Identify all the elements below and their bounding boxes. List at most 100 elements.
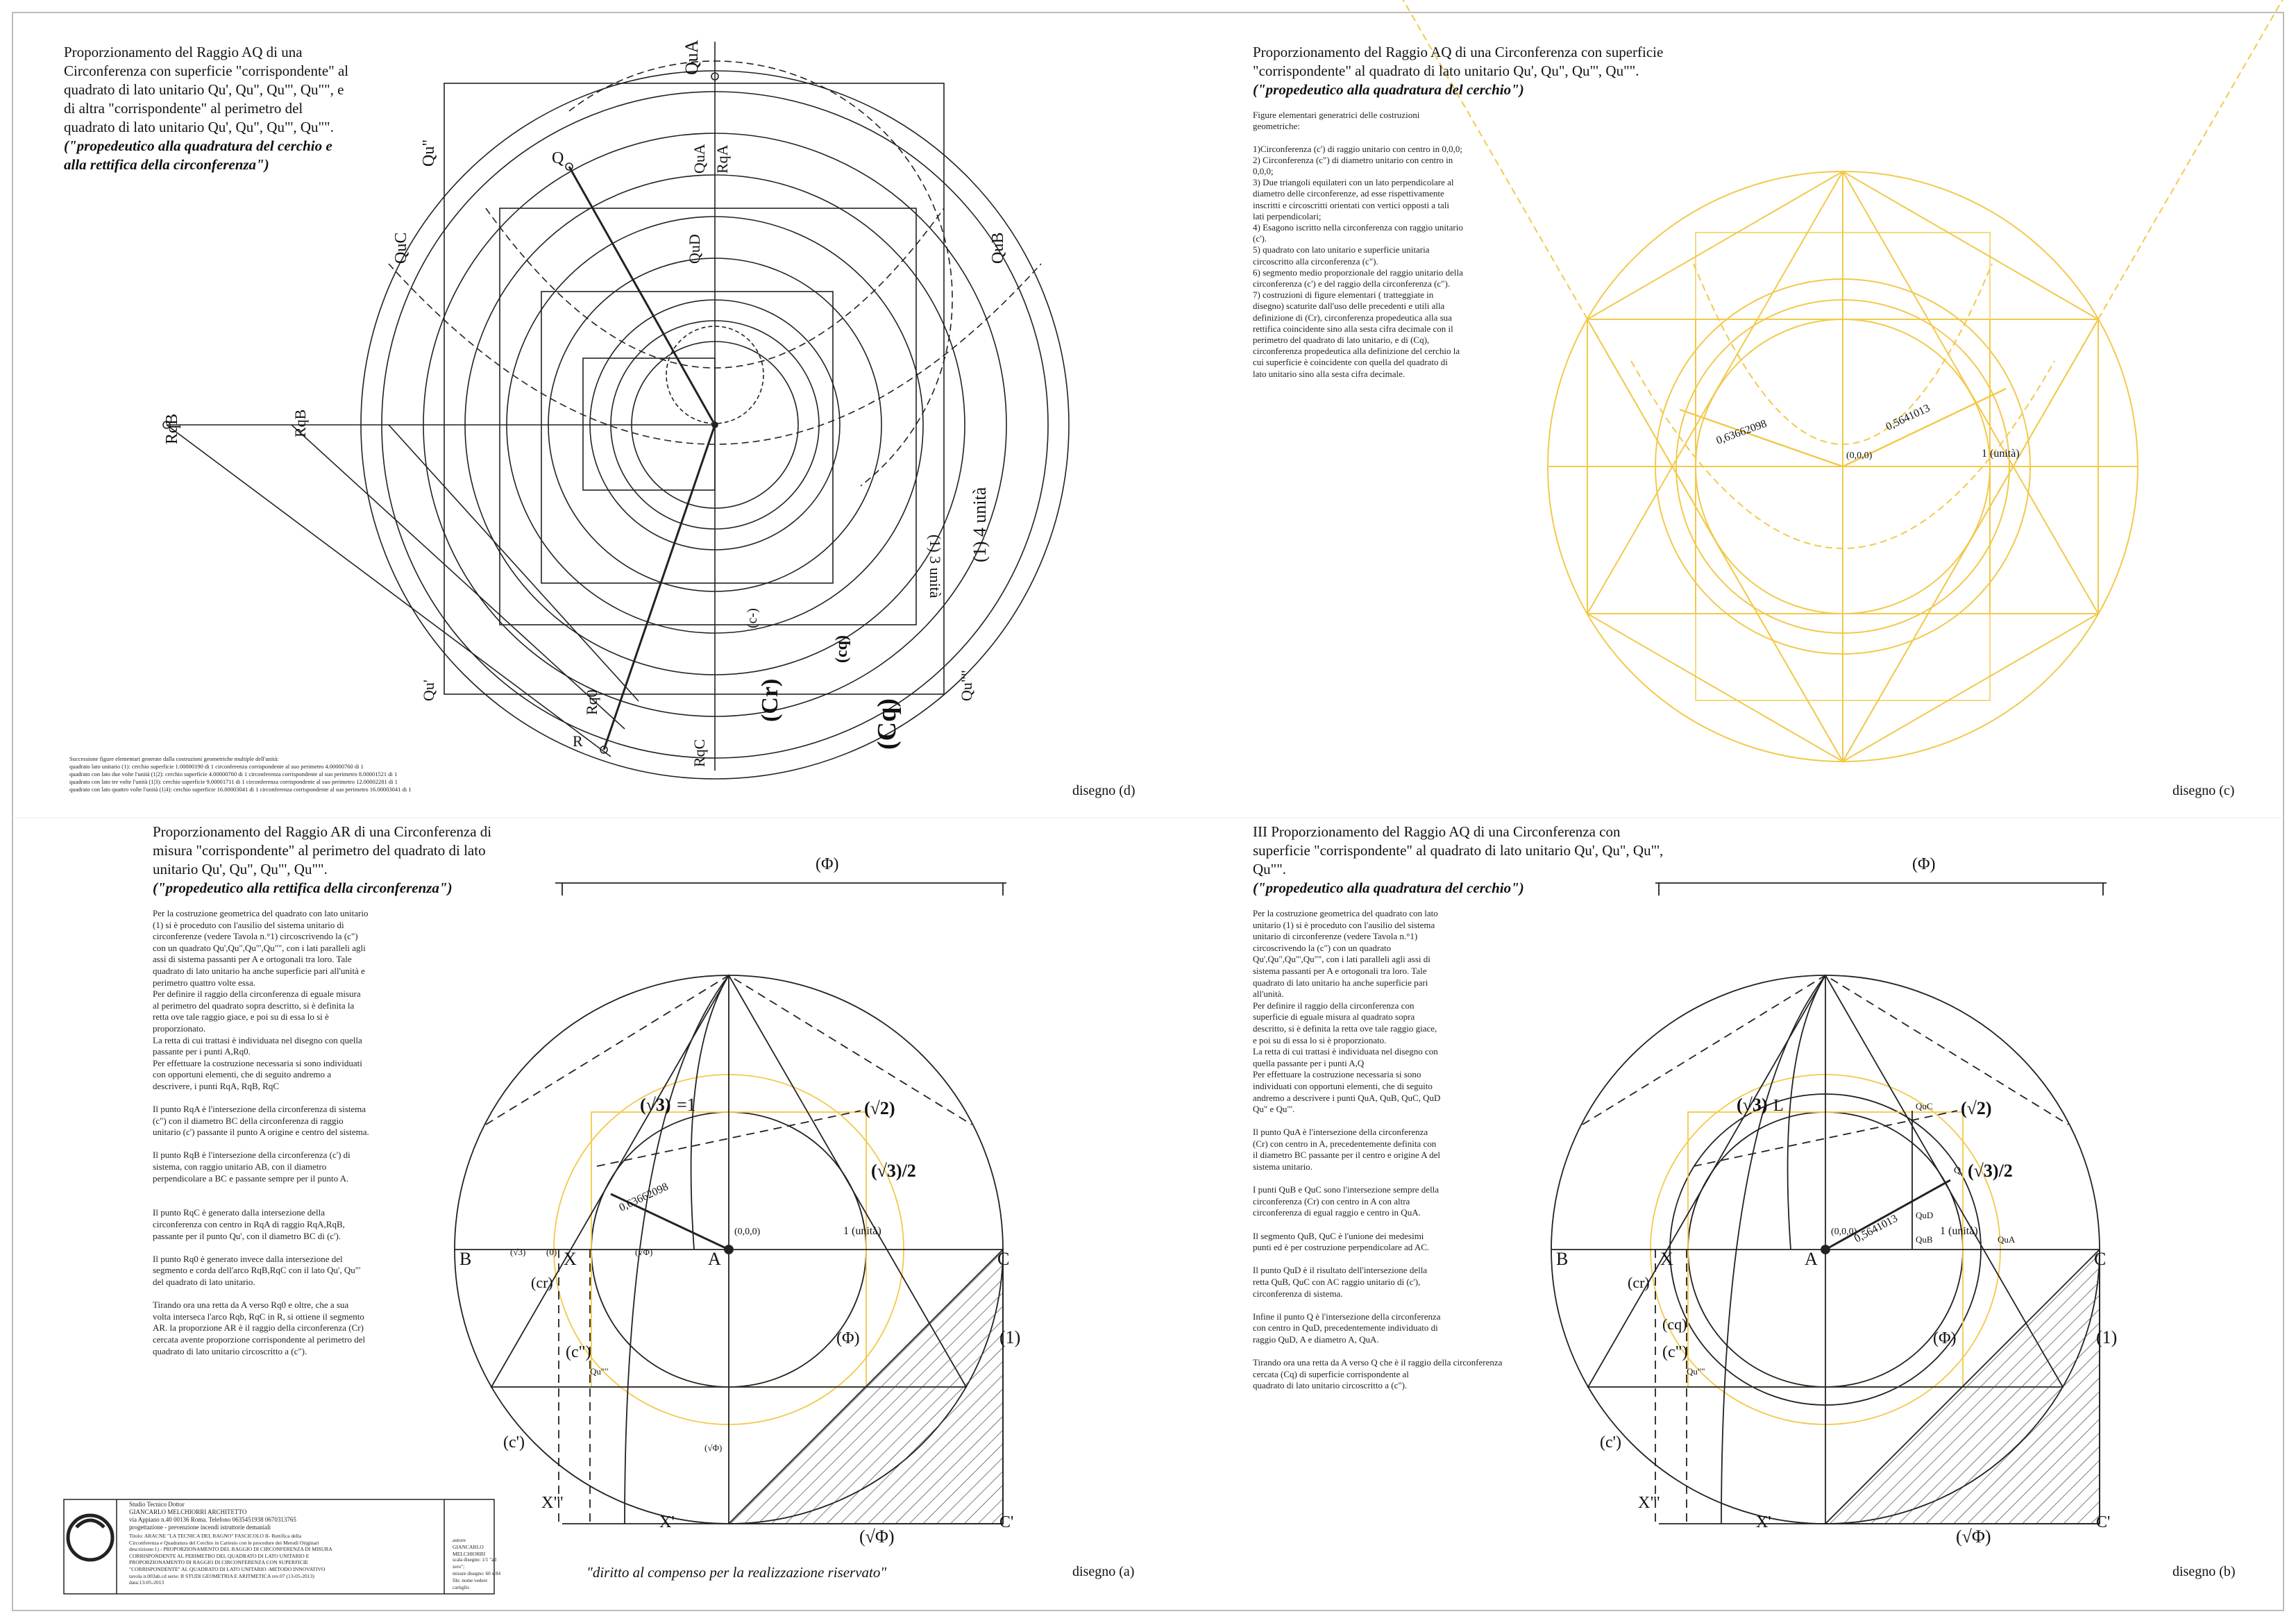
title-block-frame: [63, 1499, 495, 1595]
panel-c-caption: disegno (c): [2172, 783, 2235, 798]
label-b-sqrt3: (√3): [1737, 1095, 1768, 1115]
arc-d-dashed-3: [568, 60, 953, 487]
radius-ar: [602, 424, 716, 750]
labels-b: (Φ) (√3) L (√2) (√3)/2 B X A C (cr) (cq)…: [1556, 855, 2117, 1547]
diagram-c: [1402, 0, 2284, 763]
label-b-origin: (0,0,0): [1831, 1227, 1857, 1237]
label-b-x1: X': [1756, 1513, 1771, 1531]
titleblock-studio: Studio Tecnico Dottor GIANCARLO MELCHIOR…: [129, 1501, 296, 1531]
arc-b-1: [1721, 975, 1826, 1524]
dash-a-d1: [596, 1110, 861, 1167]
panel-b-caption: disegno (b): [2172, 1564, 2236, 1579]
chord-d-3: [388, 424, 639, 702]
label-c-unit: 1 (unità): [1982, 448, 2020, 460]
titleblock-author: autore GIANCARLO MELCHIORRI: [453, 1537, 486, 1557]
label-d-cs: (c-): [745, 608, 760, 628]
point-rqb: [162, 421, 171, 429]
label-b-one: (1): [2096, 1327, 2117, 1347]
label-d-rq0: Rq0: [583, 689, 600, 715]
copyright-note: "diritto al compenso per la realizzazion…: [586, 1564, 887, 1581]
circle-d-dashed: [666, 326, 764, 424]
label-b-qu4: Qu"": [1687, 1366, 1705, 1377]
label-a-cr: (cr): [531, 1274, 553, 1291]
label-a-sqrt3: (√3): [640, 1095, 671, 1115]
square-d-4: [444, 83, 945, 695]
label-d-qura: QuA: [691, 144, 708, 174]
chord-d-2: [291, 424, 625, 730]
label-a-c1: (c'): [503, 1433, 525, 1452]
label-d-qua: QuA: [682, 40, 702, 75]
arc-d-dashed-2: [485, 208, 945, 369]
label-a-phi: (Φ): [816, 855, 839, 873]
label-d-rqb: RqB: [163, 414, 181, 444]
hatch-b: [1823, 1247, 2100, 1524]
label-c-r1: 0,63662098: [1715, 418, 1769, 447]
label-a-c: C: [997, 1249, 1009, 1269]
label-d-r: R: [573, 732, 583, 750]
label-b-c1: (c'): [1600, 1433, 1621, 1452]
label-a-sqrtphi2: (√Φ): [704, 1443, 722, 1453]
square-d-3: [499, 208, 917, 625]
label-a-x3: X"': [541, 1494, 563, 1512]
panel-c-subtitle: ("propedeutico alla quadratura del cerch…: [1253, 81, 1524, 98]
label-b-c: C: [2094, 1249, 2106, 1269]
label-d-unit3: (1) 3 unità: [927, 535, 944, 598]
panel-d-caption: disegno (d): [1072, 783, 1136, 798]
label-d-qub: QuB: [989, 233, 1007, 264]
square-d-2: [541, 291, 834, 584]
hatch-a: [727, 1247, 1004, 1524]
panel-d-footnote: Successione figure elementari generate d…: [69, 755, 412, 793]
label-b-cq: (cq): [1662, 1315, 1687, 1333]
label-b-cr: (cr): [1628, 1274, 1650, 1291]
label-b-qub: QuB: [1916, 1234, 1933, 1245]
label-d-rqc: RqC: [691, 739, 708, 767]
point-b-center: [1821, 1245, 1830, 1254]
square-d-1: [582, 358, 716, 491]
panel-a-subtitle: ("propedeutico alla rettifica della circ…: [153, 880, 453, 896]
label-a-t3: (√3): [510, 1247, 525, 1257]
radius-aq: [568, 166, 716, 426]
arc-a-2: [690, 975, 729, 1250]
point-q: [565, 162, 573, 171]
panel-b-body: Per la costruzione geometrica del quadra…: [1253, 908, 1503, 1391]
label-a-unit: 1 (unità): [843, 1225, 881, 1237]
label-d-qu2: Qu": [420, 140, 438, 167]
label-d-qs: (cq): [833, 635, 851, 663]
sheet-border: [12, 12, 2284, 1611]
label-a-sqrtphi: (√Φ): [859, 1527, 895, 1547]
label-c-origin: (0,0,0): [1846, 451, 1873, 461]
label-a-sqrt3h: (√3)/2: [871, 1161, 916, 1181]
label-d-qud: QuD: [686, 234, 703, 264]
label-a-a: A: [708, 1249, 721, 1269]
label-d-q: Q: [552, 149, 564, 167]
label-b-qua: QuA: [1998, 1234, 2016, 1245]
labels-c: 0,63662098 0,5641013 1 (unità) (0,0,0): [1715, 402, 2020, 461]
panel-a-body: Per la costruzione geometrica del quadra…: [153, 908, 369, 1356]
label-b-x3: X"': [1638, 1494, 1660, 1512]
panel-d-subtitle: ("propedeutico alla quadratura del cerch…: [64, 137, 332, 173]
label-d-rqb2: RqB: [292, 410, 309, 437]
label-a-sqrt2: (√2): [864, 1098, 895, 1118]
label-b-c2: (c"): [1662, 1343, 1687, 1361]
point-a-center: [724, 1245, 734, 1254]
label-b-b: B: [1556, 1249, 1568, 1269]
label-b-r2: 0,5641013: [1852, 1213, 1900, 1245]
label-a-phi2: (Φ): [836, 1329, 860, 1347]
label-a-t0: (0): [546, 1247, 557, 1257]
panel-b-subtitle: ("propedeutico alla quadratura del cerch…: [1253, 880, 1524, 896]
label-b-c1p: C': [2096, 1513, 2110, 1531]
label-b-phi2: (Φ): [1933, 1329, 1957, 1347]
radius-c-1: [1679, 408, 1843, 468]
label-b-sqrt2: (√2): [1961, 1098, 1992, 1118]
dash-b-d1: [1693, 1110, 1958, 1167]
chord-d-1: [166, 424, 611, 757]
diagram-d: [162, 42, 1070, 780]
radius-a-r: [610, 1193, 729, 1251]
label-a-b: B: [459, 1249, 471, 1269]
label-b-l: L: [1773, 1097, 1784, 1115]
panel-a-title: Proporzionamento del Raggio AR di una Ci…: [153, 823, 492, 877]
label-b-a: A: [1805, 1249, 1818, 1269]
label-b-sqrt3h: (√3)/2: [1968, 1161, 2013, 1181]
label-b-quc: QuC: [1916, 1101, 1933, 1111]
